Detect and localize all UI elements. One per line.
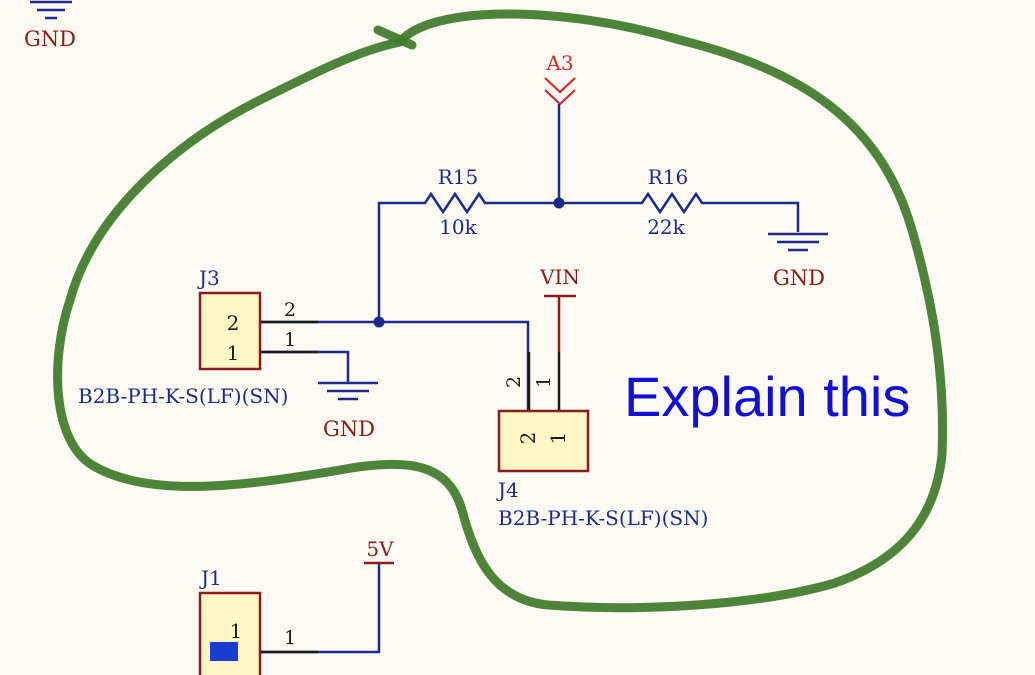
r16-value: 22k [647,215,685,239]
j3-pin1-inside: 1 [227,341,240,365]
top-ground-symbol: GND [24,0,76,51]
r15-value: 10k [439,215,477,239]
net-a3-chevron-icon [544,77,576,94]
vin-power-port: VIN [539,265,580,298]
j4-pin2-inside: 2 [516,432,540,445]
resistor-r16: R16 22k [620,165,738,239]
highlight-lasso [53,9,948,613]
supply-5v-label: 5V [366,537,394,561]
j4-pin2-number: 2 [503,376,525,388]
j1-designator: J1 [199,566,222,590]
j1-pin1-inside: 1 [230,619,243,643]
j4-body [497,409,590,473]
j3-ground-symbol: GND [318,381,378,441]
resistor-r15: R15 10k [410,165,500,239]
r16-ground-label: GND [773,266,825,290]
j1-body [198,591,262,675]
net-a3-text: A3 [545,51,573,75]
j4-pin1-number: 1 [533,376,555,388]
j1-pin1-number: 1 [284,627,296,649]
connector-j4: 2 1 2 1 J4 B2B-PH-K-S(LF)(SN) [496,376,708,530]
r16-designator: R16 [648,165,689,189]
highlight-lasso-start-stroke [373,25,417,50]
j3-pin1-number: 1 [284,329,296,351]
j4-part-number: B2B-PH-K-S(LF)(SN) [498,506,708,530]
r15-zigzag [410,191,500,215]
r16-ground-symbol: GND [768,232,828,290]
j3-part-number: B2B-PH-K-S(LF)(SN) [78,384,288,408]
j4-designator: J4 [496,478,519,502]
vin-label: VIN [539,265,580,289]
j3-pin2-number: 2 [284,299,296,321]
j3-designator: J3 [197,266,220,290]
j4-pin1-inside: 1 [546,432,570,445]
r15-designator: R15 [438,165,479,189]
net-label-a3: A3 [544,51,576,106]
j3-body [198,291,262,371]
j1-pin1-marker [210,642,238,661]
connector-j3: J3 2 1 2 1 B2B-PH-K-S(LF)(SN) [78,266,296,408]
connector-j1: J1 1 1 [198,566,296,675]
top-ground-label: GND [24,27,76,51]
j3-pin2-inside: 2 [227,311,240,335]
junction-a3 [553,197,565,209]
junction-j3 [373,316,385,328]
r16-zigzag [620,191,738,215]
j3-ground-label: GND [323,417,375,441]
annotation-explain-this: Explain this [624,365,910,428]
pin-stubs [232,320,561,654]
